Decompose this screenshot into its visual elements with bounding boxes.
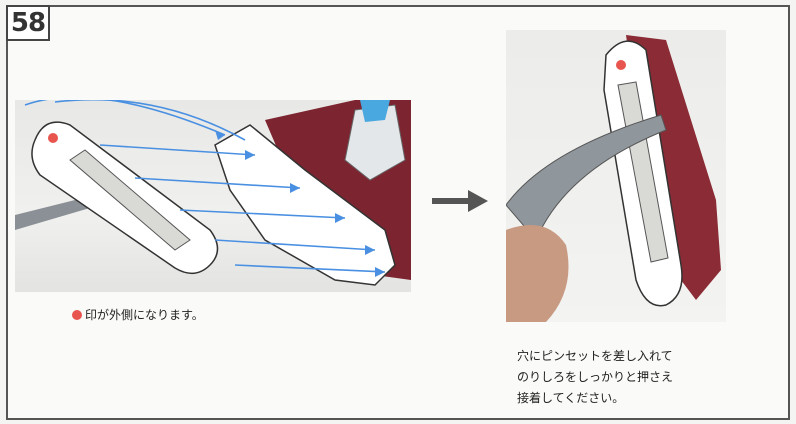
note-text: 印が外側になります。 (85, 308, 204, 322)
red-dot-icon (72, 309, 82, 320)
step-number-badge: 58 (6, 5, 50, 41)
guide-arrows (24, 100, 386, 273)
instruction-text: 穴にピンセットを差し入れて のりしろをしっかりと押さえ 接着してください。 (517, 346, 673, 409)
model-attached-piece (214, 124, 396, 286)
instruction-line-1: 穴にピンセットを差し入れて (517, 349, 673, 363)
tweezers (506, 114, 667, 241)
tweezers-tip (15, 195, 100, 230)
left-photo-illustration (15, 100, 411, 286)
guide-arrowheads (215, 130, 385, 277)
left-assembly-photo: 70 (15, 100, 411, 292)
part-70-slot (69, 149, 191, 251)
red-mark-icon (48, 133, 58, 143)
instruction-line-3: 接着してください。 (517, 391, 625, 405)
right-arrow-icon (432, 190, 488, 212)
red-mark-icon-right (616, 60, 626, 70)
right-assembly-photo (506, 30, 726, 322)
model-blue-panel (360, 100, 390, 122)
hand (506, 225, 569, 322)
instruction-line-2: のりしろをしっかりと押さえ (517, 370, 674, 384)
step-number: 58 (10, 8, 46, 38)
right-photo-illustration (506, 35, 721, 322)
orientation-note: 印が外側になります。 (72, 306, 204, 323)
